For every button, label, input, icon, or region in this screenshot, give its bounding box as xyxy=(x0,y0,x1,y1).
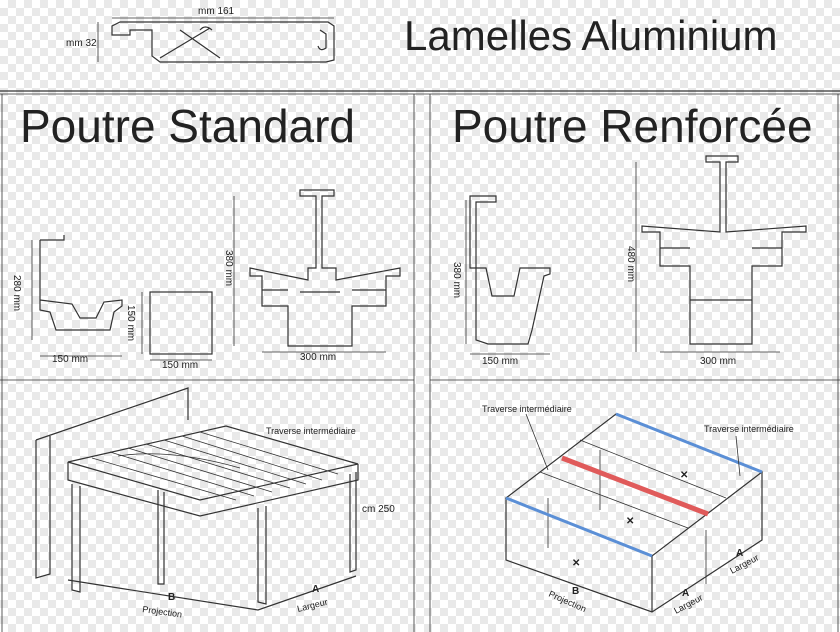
reinforced-traverse-left-leader xyxy=(525,413,549,471)
reinforced-b-label: B xyxy=(572,586,579,597)
standard-profile-2-width: 150 mm xyxy=(162,360,198,371)
standard-b-label: B xyxy=(168,592,175,603)
lamella-profile xyxy=(97,17,335,63)
reinforced-title: Poutre Renforcée xyxy=(452,100,813,152)
standard-b-sub: Projection xyxy=(142,604,183,619)
standard-height-label: cm 250 xyxy=(362,504,395,515)
reinforced-a2-sub: Largeur xyxy=(728,552,760,575)
reinforced-a2-label: A xyxy=(736,548,743,559)
reinforced-blue-beam-bottom xyxy=(505,496,653,558)
standard-profile-2 xyxy=(141,291,213,361)
standard-title: Poutre Standard xyxy=(20,100,355,152)
reinforced-traverse-right-leader xyxy=(735,435,741,477)
reinforced-profile-2 xyxy=(635,155,807,353)
reinforced-x-mark-2: ✕ xyxy=(626,516,634,527)
standard-profile-3-width: 300 mm xyxy=(300,352,336,363)
reinforced-traverse-right: Traverse intermédiaire xyxy=(704,424,794,434)
standard-profile-3-height: 380 mm xyxy=(223,250,234,286)
standard-a-sub: Largeur xyxy=(296,597,329,614)
standard-a-label: A xyxy=(312,584,319,595)
standard-pergola xyxy=(35,387,359,611)
reinforced-red-beam xyxy=(561,455,709,517)
lamella-width-label: mm 161 xyxy=(198,6,235,17)
reinforced-profile-2-height: 480 mm xyxy=(625,246,636,282)
reinforced-profile-1-height: 380 mm xyxy=(451,262,462,298)
reinforced-profile-1 xyxy=(465,195,551,355)
reinforced-traverse-left: Traverse intermédiaire xyxy=(482,404,572,414)
standard-profile-3 xyxy=(233,189,401,353)
reinforced-profile-1-width: 150 mm xyxy=(482,356,518,367)
reinforced-a1-label: A xyxy=(682,588,689,599)
reinforced-blue-beam-top xyxy=(615,412,763,474)
main-title: Lamelles Aluminium xyxy=(404,12,778,59)
reinforced-profile-2-width: 300 mm xyxy=(700,356,736,367)
standard-traverse-label: Traverse intermédiaire xyxy=(266,426,356,436)
standard-profile-2-height: 150 mm xyxy=(125,305,136,341)
standard-profile-1-width: 150 mm xyxy=(52,354,88,365)
reinforced-x-mark-3: ✕ xyxy=(680,470,688,481)
standard-profile-1 xyxy=(31,235,123,357)
lamella-height-label: mm 32 xyxy=(66,38,97,49)
reinforced-b-sub: Projection xyxy=(547,589,588,614)
standard-profile-1-height: 280 mm xyxy=(11,275,22,311)
reinforced-x-mark-1: ✕ xyxy=(572,558,580,569)
